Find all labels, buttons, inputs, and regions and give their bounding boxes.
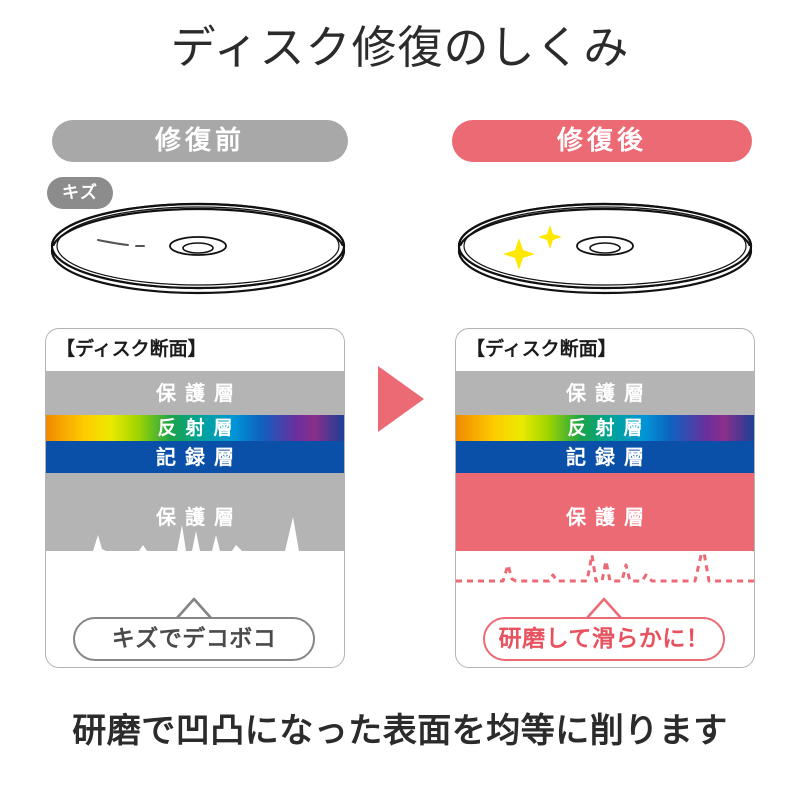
callout-after: 研磨して滑らかに！ — [483, 617, 725, 661]
scratch-marks-icon — [97, 239, 145, 247]
panel-title-after: 【ディスク断面】 — [466, 338, 617, 360]
disk-before-scratched — [50, 202, 346, 295]
layer-protective-top-before: 保護層 — [46, 371, 344, 415]
layer-recording-before: 記録層 — [46, 441, 344, 473]
callout-tail-after-icon — [586, 597, 622, 619]
header-pill-after: 修復後 — [452, 120, 752, 162]
layer-recording-after: 記録層 — [456, 441, 754, 473]
process-arrow — [378, 366, 424, 432]
layer-reflective-before: 反射層 — [46, 415, 344, 441]
layer-protective-bottom-label-after: 保護層 — [566, 505, 653, 529]
callout-before: キズでデコボコ — [73, 617, 315, 661]
page-title: ディスク修復のしくみ — [170, 21, 630, 74]
cross-section-panel-after: 【ディスク断面】 保護層 反射層 記録層 保護層 研磨して滑らかに！ — [455, 328, 755, 668]
layer-protective-bottom-label-before: 保護層 — [156, 505, 243, 529]
disk-after-polished — [457, 202, 753, 295]
panel-title-before: 【ディスク断面】 — [56, 338, 207, 360]
layer-protective-bottom-after-shape — [456, 473, 754, 583]
scratch-callout-bubble: キズ — [47, 177, 113, 209]
sparkle-icons — [503, 225, 562, 270]
layer-protective-bottom-before-shape — [46, 473, 344, 551]
cross-section-panel-before: 【ディスク断面】 保護層 反射層 記録層 保護層 キズでデコボコ — [45, 328, 345, 668]
header-pill-before: 修復前 — [52, 120, 348, 162]
layer-protective-top-after: 保護層 — [456, 371, 754, 415]
callout-tail-before-icon — [176, 597, 212, 619]
page-caption: 研磨で凹凸になった表面を均等に削ります — [72, 711, 728, 751]
layer-reflective-after: 反射層 — [456, 415, 754, 441]
